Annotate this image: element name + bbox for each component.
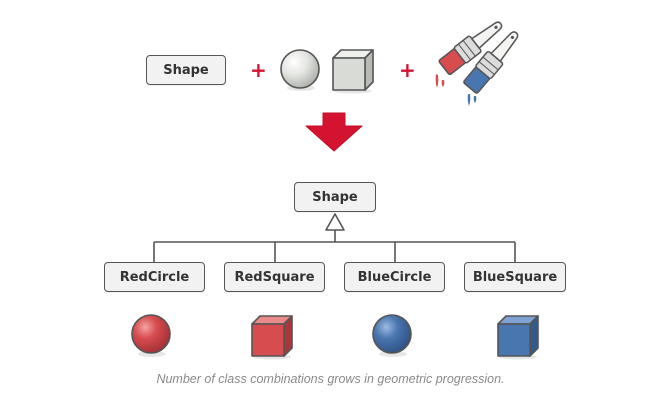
plus-sign-2: + <box>399 58 416 82</box>
shape-class-box-top: Shape <box>146 55 226 85</box>
blue-paintbrush-icon <box>463 31 519 94</box>
redcircle-class-box: RedCircle <box>104 262 205 292</box>
inheritance-triangle-icon <box>325 213 345 231</box>
blue-sphere-icon <box>372 314 412 357</box>
red-cube-icon <box>251 315 293 360</box>
down-arrow-icon <box>305 112 363 152</box>
shape-class-label-top: Shape <box>163 62 209 78</box>
bluecircle-class-label: BlueCircle <box>357 269 432 285</box>
caption-text: Number of class combinations grows in ge… <box>156 372 505 386</box>
red-sphere-icon <box>131 314 171 357</box>
plus-sign-1: + <box>250 58 267 82</box>
blue-cube-icon <box>497 315 539 360</box>
bluesquare-class-label: BlueSquare <box>472 269 558 285</box>
gray-sphere-icon <box>280 49 320 91</box>
gray-cube-icon <box>332 49 374 94</box>
red-paintbrush-icon <box>438 21 503 76</box>
shape-class-label-parent: Shape <box>312 189 358 205</box>
redcircle-class-label: RedCircle <box>119 269 190 285</box>
paintbrushes-icon <box>435 21 519 106</box>
bluecircle-class-box: BlueCircle <box>344 262 445 292</box>
redsquare-class-box: RedSquare <box>224 262 325 292</box>
redsquare-class-label: RedSquare <box>234 269 315 285</box>
shape-class-box-parent: Shape <box>294 182 376 212</box>
bluesquare-class-box: BlueSquare <box>464 262 566 292</box>
